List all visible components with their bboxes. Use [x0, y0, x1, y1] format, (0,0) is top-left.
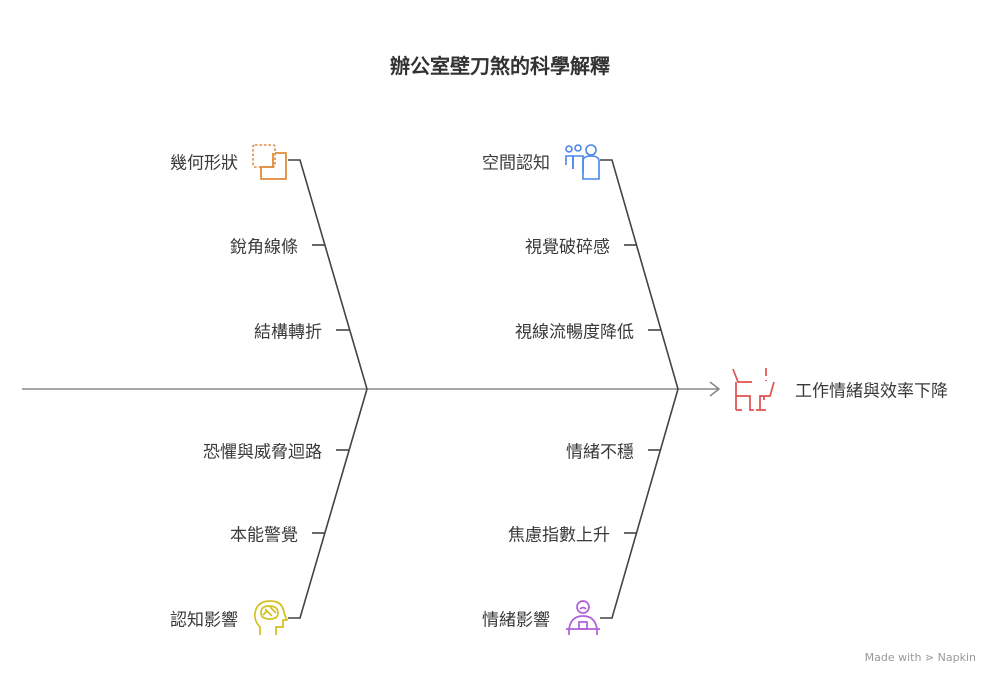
- category-label: 空間認知: [482, 153, 550, 174]
- people-icon: [565, 144, 600, 180]
- napkin-footer: Made with ⋗ Napkin: [864, 651, 976, 664]
- cause-label: 情緒不穩: [566, 442, 634, 463]
- shapes-icon: [252, 144, 287, 180]
- bone-spatial: [600, 159, 679, 390]
- page-title: 辦公室壁刀煞的科學解釋: [390, 54, 610, 78]
- cause-label: 焦慮指數上升: [508, 525, 610, 546]
- category-label: 幾何形狀: [170, 153, 238, 174]
- category-label: 情緒影響: [482, 610, 550, 631]
- bone-cognitive: [288, 388, 368, 619]
- cause-label: 本能警覺: [230, 525, 298, 546]
- bone-emotional: [600, 388, 679, 619]
- brain-head-icon: [254, 600, 288, 635]
- cause-label: 銳角線條: [230, 237, 298, 258]
- cause-label: 恐懼與威脅迴路: [203, 442, 322, 463]
- cause-label: 結構轉折: [254, 322, 322, 343]
- bone-geometry: [288, 159, 368, 390]
- cause-label: 視覺破碎感: [525, 237, 610, 258]
- spine-arrowhead: [709, 381, 721, 397]
- desk-chair-alert-icon: [732, 368, 775, 411]
- person-desk-icon: [566, 600, 600, 635]
- cause-label: 視線流暢度降低: [515, 322, 634, 343]
- effect-label: 工作情緒與效率下降: [795, 381, 948, 402]
- category-label: 認知影響: [170, 610, 238, 631]
